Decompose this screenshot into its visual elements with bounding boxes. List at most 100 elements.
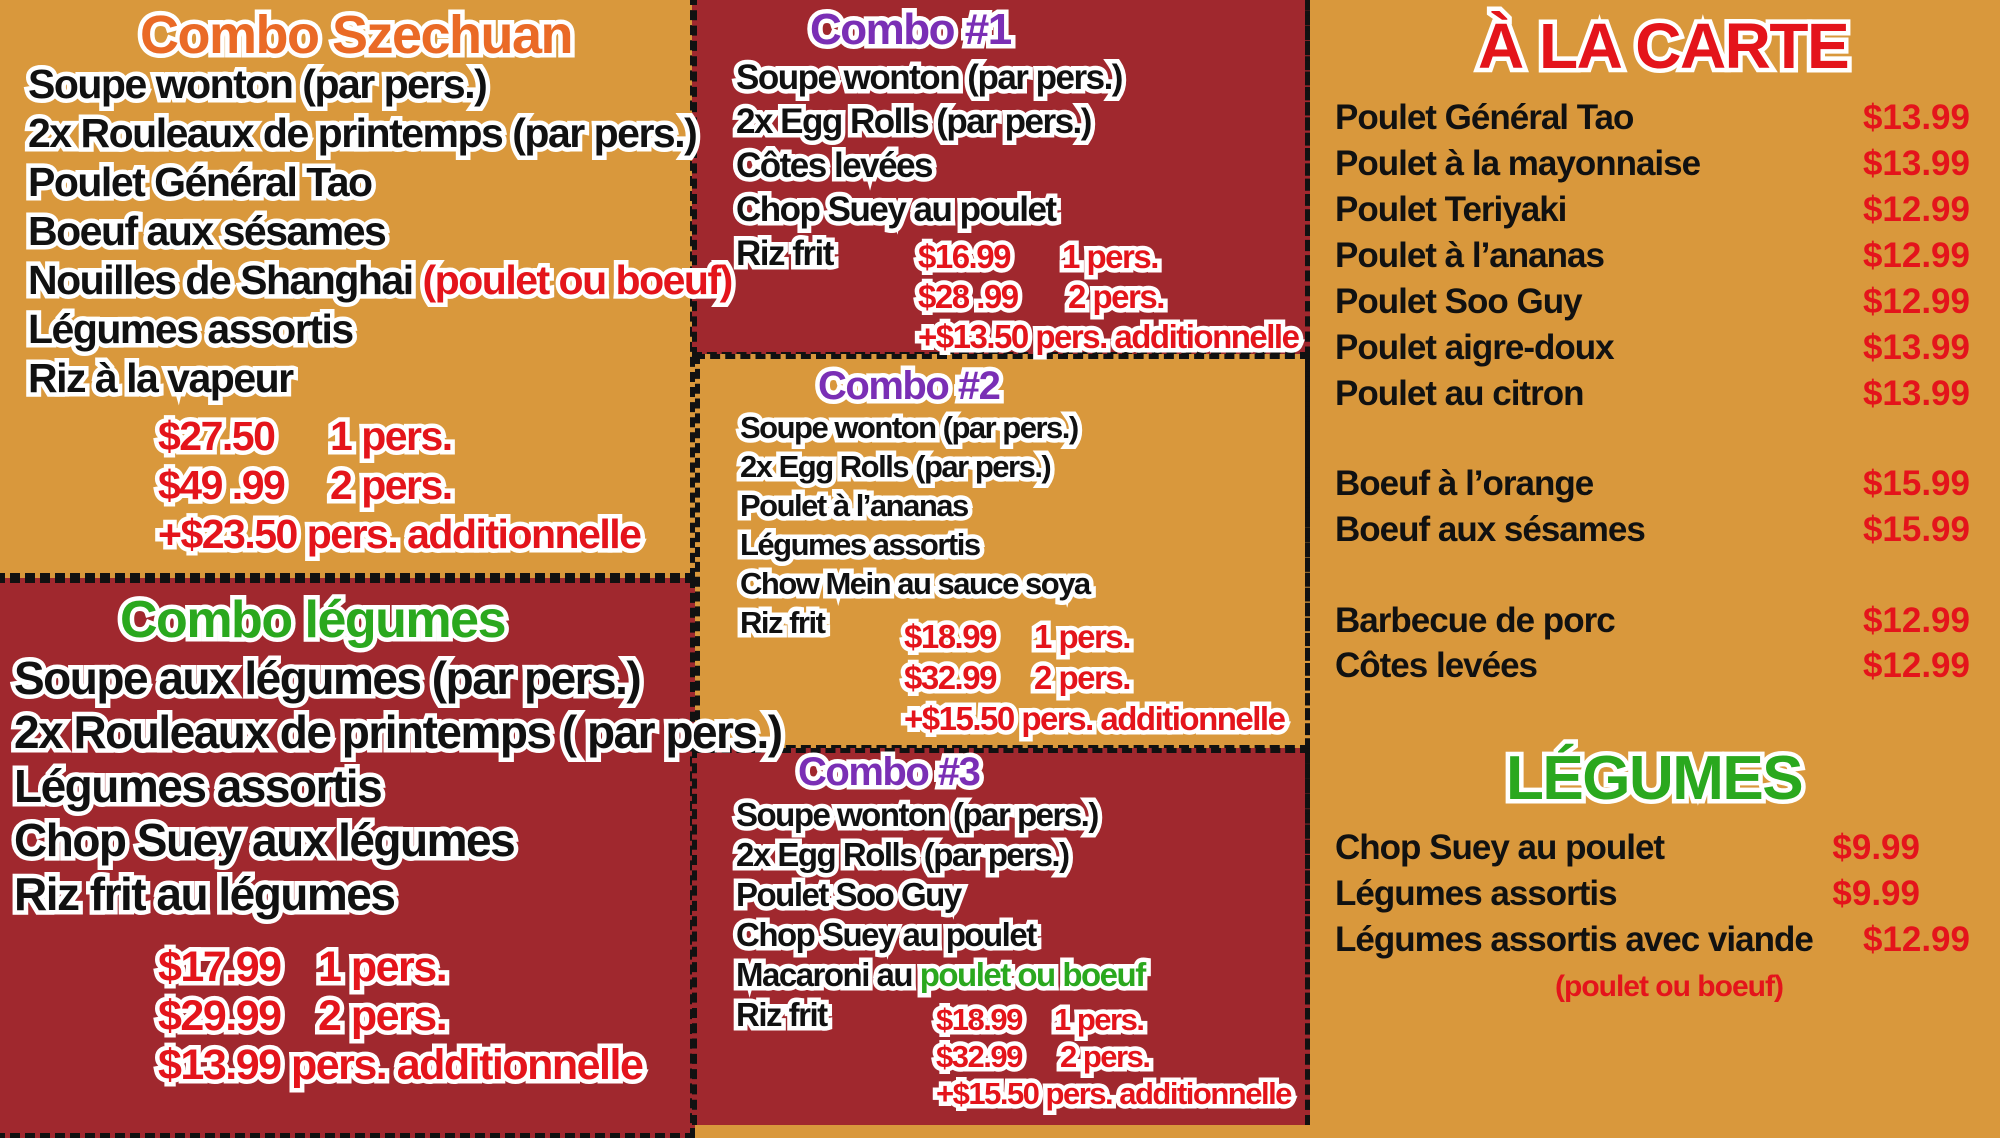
combo2-title: Combo #2 bbox=[813, 362, 1005, 411]
combo1-title: Combo #1 bbox=[806, 3, 1017, 56]
a-la-carte-row: Poulet à l’ananas $12.99 bbox=[1335, 238, 1970, 278]
combo1-price-2: $28 .99 bbox=[914, 276, 1024, 318]
combo-legumes-panel bbox=[0, 578, 695, 1138]
a-la-carte-row: Poulet Général Tao$13.99 bbox=[1335, 100, 1970, 140]
a-la-carte-item-price: $12.99 bbox=[1862, 601, 1970, 640]
legumes-title: LÉGUMES bbox=[1501, 743, 1808, 814]
combo3-title: Combo #3 bbox=[793, 748, 985, 797]
combo-szechuan-item-name: Nouilles de Shanghai bbox=[24, 255, 419, 305]
combo3-item: Chop Suey au poulet bbox=[732, 914, 1042, 956]
combo3-item: Poulet Soo Guy bbox=[732, 874, 967, 916]
a-la-carte-title: À LA CARTE bbox=[1473, 10, 1854, 83]
a-la-carte-item-price: $12.99 bbox=[1862, 282, 1970, 321]
combo1-item: Chop Suey au poulet bbox=[732, 188, 1062, 232]
combo-szechuan-item: Légumes assortis bbox=[24, 304, 359, 354]
combo1-label-1: 1 pers. bbox=[1058, 236, 1164, 278]
combo2-price-1: $18.99 bbox=[900, 616, 1002, 658]
combo3-label-1: 1 pers. bbox=[1049, 1000, 1149, 1040]
a-la-carte-item-name: Poulet Soo Guy bbox=[1335, 282, 1583, 321]
legumes-item-name: Légumes assortis avec viande bbox=[1335, 920, 1814, 959]
a-la-carte-row: Poulet aigre-doux $13.99 bbox=[1335, 330, 1970, 370]
combo2-item: Chow Mein au sauce soya bbox=[736, 564, 1096, 604]
a-la-carte-item-name: Poulet à l’ananas bbox=[1335, 236, 1605, 275]
a-la-carte-item-price: $15.99 bbox=[1862, 510, 1970, 549]
legumes-item-name: Légumes assortis bbox=[1335, 874, 1618, 913]
a-la-carte-row: Boeuf à l’orange $15.99 bbox=[1335, 466, 1970, 506]
combo3-item: Soupe wonton (par pers.) bbox=[732, 794, 1104, 836]
combo3-item-name: Macaroni au bbox=[731, 954, 918, 996]
combo3-extra: +$15.50 pers. additionnelle bbox=[932, 1074, 1297, 1114]
combo3-panel bbox=[692, 748, 1310, 1125]
combo-legumes-extra: $13.99 pers. additionnelle bbox=[153, 1039, 648, 1091]
combo2-label-1: 1 pers. bbox=[1030, 616, 1136, 658]
combo1-item: Côtes levées bbox=[731, 144, 938, 188]
a-la-carte-item-name: Poulet au citron bbox=[1335, 374, 1584, 413]
combo2-item: Poulet à l’ananas bbox=[736, 486, 974, 526]
a-la-carte-item-price: $12.99 bbox=[1862, 236, 1970, 275]
combo-legumes-label-2: 2 pers. bbox=[313, 990, 452, 1042]
combo-szechuan-title: Combo Szechuan bbox=[135, 4, 578, 67]
combo-szechuan-item: Poulet Général Tao bbox=[24, 157, 378, 207]
combo3-price-1: $18.99 bbox=[932, 1000, 1028, 1040]
combo-legumes-title: Combo légumes bbox=[116, 590, 512, 651]
combo2-item: Légumes assortis bbox=[736, 525, 986, 565]
combo-szechuan-item: Boeuf aux sésames bbox=[23, 206, 391, 256]
combo1-price-1: $16.99 bbox=[914, 236, 1016, 278]
combo2-item: Soupe wonton (par pers.) bbox=[736, 408, 1084, 448]
legumes-item-price: $9.99 bbox=[1832, 874, 1920, 913]
combo3-item: Macaroni au poulet ou boeuf bbox=[731, 954, 1150, 996]
combo-szechuan-extra: +$23.50 pers. additionnelle bbox=[153, 509, 646, 559]
a-la-carte-item-price: $13.99 bbox=[1862, 98, 1970, 137]
combo2-price-2: $32.99 bbox=[900, 657, 1002, 699]
a-la-carte-item-price: $12.99 bbox=[1862, 646, 1970, 685]
a-la-carte-row: Poulet Soo Guy $12.99 bbox=[1335, 284, 1970, 324]
combo3-item-note: poulet ou boeuf bbox=[915, 954, 1150, 996]
combo-legumes-item: Riz frit au légumes bbox=[9, 867, 400, 922]
a-la-carte-item-name: Poulet à la mayonnaise bbox=[1335, 144, 1701, 183]
combo-szechuan-item: Riz à la vapeur bbox=[24, 353, 299, 403]
combo-legumes-label-1: 1 pers. bbox=[313, 941, 452, 993]
a-la-carte-item-name: Boeuf aux sésames bbox=[1335, 510, 1646, 549]
a-la-carte-item-name: Boeuf à l’orange bbox=[1335, 464, 1594, 503]
a-la-carte-row: Poulet à la mayonnaise $13.99 bbox=[1335, 146, 1970, 186]
a-la-carte-row: Poulet Teriyaki $12.99 bbox=[1335, 192, 1970, 232]
combo-szechuan-label-1: 1 pers. bbox=[326, 411, 458, 461]
combo-szechuan-item: Nouilles de Shanghai (poulet ou boeuf) bbox=[24, 255, 738, 305]
combo2-panel bbox=[695, 354, 1310, 750]
a-la-carte-item-name: Poulet Teriyaki bbox=[1335, 190, 1567, 229]
a-la-carte-row: Boeuf aux sésames $15.99 bbox=[1335, 512, 1970, 552]
a-la-carte-item-price: $12.99 bbox=[1862, 190, 1970, 229]
combo2-extra: +$15.50 pers. additionnelle bbox=[899, 698, 1290, 740]
combo-legumes-item: 2x Rouleaux de printemps ( par pers.) bbox=[10, 705, 788, 760]
combo-legumes-item: Soupe aux légumes (par pers.) bbox=[9, 651, 646, 706]
combo-legumes-price-1: $17.99 bbox=[154, 941, 287, 993]
combo1-extra: +$13.50 pers. additionnelle bbox=[913, 316, 1304, 358]
a-la-carte-item-price: $15.99 bbox=[1862, 464, 1970, 503]
a-la-carte-item-price: $13.99 bbox=[1862, 328, 1970, 367]
combo-legumes-price-2: $29.99 bbox=[154, 990, 287, 1042]
combo2-item: Riz frit bbox=[735, 603, 830, 643]
legumes-item-price: $9.99 bbox=[1832, 828, 1920, 867]
combo-szechuan-item: Soupe wonton (par pers.) bbox=[23, 59, 492, 109]
a-la-carte-divider bbox=[1305, 0, 1310, 1125]
legumes-row: Légumes assortis $9.99 bbox=[1335, 876, 1970, 916]
a-la-carte-item-name: Poulet aigre-doux bbox=[1335, 328, 1615, 367]
combo3-price-2: $32.99 bbox=[932, 1037, 1028, 1077]
a-la-carte-item-name: Barbecue de porc bbox=[1335, 601, 1616, 640]
a-la-carte-row: Côtes levées $12.99 bbox=[1335, 648, 1970, 688]
combo3-label-2: 2 pers. bbox=[1055, 1037, 1155, 1077]
a-la-carte-item-price: $13.99 bbox=[1862, 374, 1970, 413]
legumes-item-name: Chop Suey au poulet bbox=[1335, 828, 1665, 867]
combo-szechuan-panel bbox=[0, 0, 695, 578]
combo1-item: Riz frit bbox=[732, 232, 839, 276]
combo2-item: 2x Egg Rolls (par pers.) bbox=[735, 447, 1056, 487]
combo-legumes-item: Chop Suey aux légumes bbox=[9, 813, 520, 868]
combo-szechuan-price-1: $27.50 bbox=[153, 411, 280, 461]
a-la-carte-item-name: Côtes levées bbox=[1335, 646, 1538, 685]
combo-szechuan-label-2: 2 pers. bbox=[326, 460, 458, 510]
combo-szechuan-item-note: (poulet ou boeuf) bbox=[418, 255, 738, 305]
combo3-item: 2x Egg Rolls (par pers.) bbox=[732, 834, 1075, 876]
legumes-row: Légumes assortis avec viande$12.99 bbox=[1335, 922, 1970, 962]
a-la-carte-item-price: $13.99 bbox=[1862, 144, 1970, 183]
combo3-item: Riz frit bbox=[732, 994, 833, 1036]
